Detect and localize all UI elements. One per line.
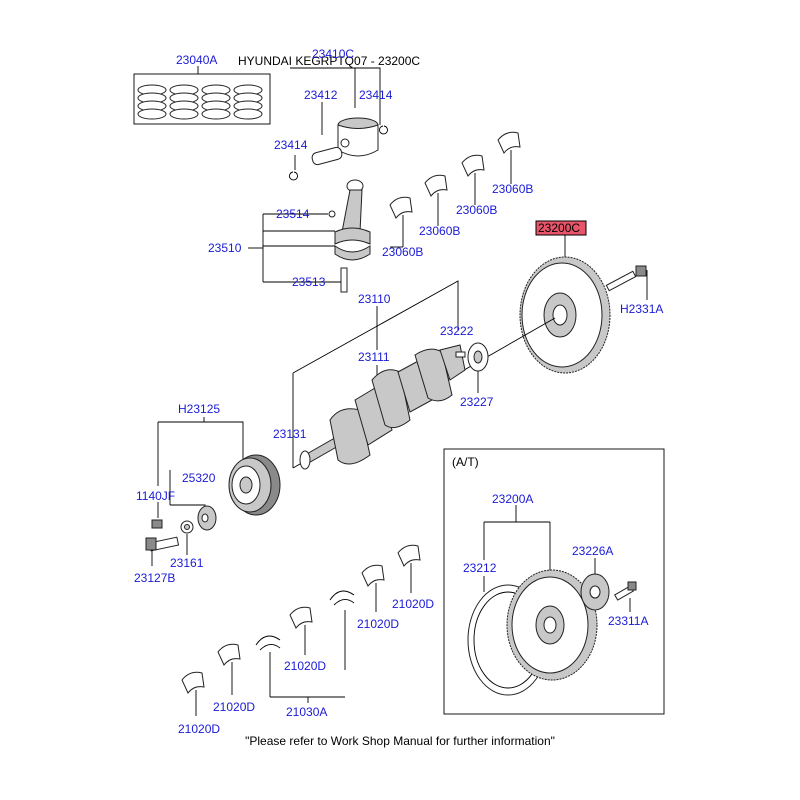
label-25320[interactable]: 25320 (182, 471, 216, 485)
label-23212[interactable]: 23212 (463, 561, 497, 575)
connecting-rod (248, 179, 371, 293)
label-23414-left[interactable]: 23414 (274, 138, 308, 152)
label-23311A[interactable]: 23311A (608, 614, 648, 628)
label-21020D-5[interactable]: 21020D (392, 597, 434, 611)
label-23414-top[interactable]: 23414 (359, 88, 393, 102)
label-23127B[interactable]: 23127B (134, 571, 175, 585)
label-23040A[interactable]: 23040A (176, 53, 217, 67)
crank-pulley (145, 417, 281, 566)
label-23412[interactable]: 23412 (304, 88, 338, 102)
label-23227[interactable]: 23227 (460, 395, 494, 409)
label-21020D-1[interactable]: 21020D (178, 722, 220, 736)
main-bearings-lower (181, 544, 421, 716)
label-1140JF[interactable]: 1140JF (136, 489, 175, 503)
label-H2331A[interactable]: H2331A (620, 302, 663, 316)
label-21020D-4[interactable]: 21020D (357, 617, 399, 631)
label-23110[interactable]: 23110 (358, 292, 391, 306)
piston-ring-set (133, 66, 271, 125)
label-23200C[interactable]: 23200C (538, 221, 580, 235)
piston-assembly (289, 67, 388, 181)
main-bearings-upper (389, 131, 521, 248)
label-23510[interactable]: 23510 (208, 241, 242, 255)
label-23513[interactable]: 23513 (292, 275, 326, 289)
label-23161[interactable]: 23161 (170, 556, 204, 570)
crankshaft (292, 280, 489, 470)
flywheel-23200C (292, 220, 648, 469)
label-23200A[interactable]: 23200A (492, 492, 533, 506)
diagram-title: HYUNDAI KEGRPTQ07 - 23200C (238, 54, 420, 68)
label-23060B-4[interactable]: 23060B (492, 182, 533, 196)
label-23222[interactable]: 23222 (440, 324, 474, 338)
label-23131[interactable]: 23131 (273, 427, 307, 441)
label-23226A[interactable]: 23226A (572, 544, 613, 558)
label-23514[interactable]: 23514 (276, 207, 310, 221)
label-23060B-2[interactable]: 23060B (419, 224, 460, 238)
label-H23125[interactable]: H23125 (178, 402, 220, 416)
label-21030A[interactable]: 21030A (286, 705, 327, 719)
label-23410C[interactable]: 23410C (312, 47, 354, 61)
label-21020D-2[interactable]: 21020D (213, 700, 255, 714)
highlight-box (535, 220, 587, 236)
label-21020D-3[interactable]: 21020D (284, 659, 326, 673)
label-23060B-3[interactable]: 23060B (456, 203, 497, 217)
at-box-label: (A/T) (452, 455, 479, 469)
label-23060B-1[interactable]: 23060B (382, 245, 423, 259)
automatic-transmission-box (443, 448, 665, 715)
label-23111[interactable]: 23111 (358, 350, 390, 364)
footer-note: "Please refer to Work Shop Manual for fu… (245, 734, 555, 748)
